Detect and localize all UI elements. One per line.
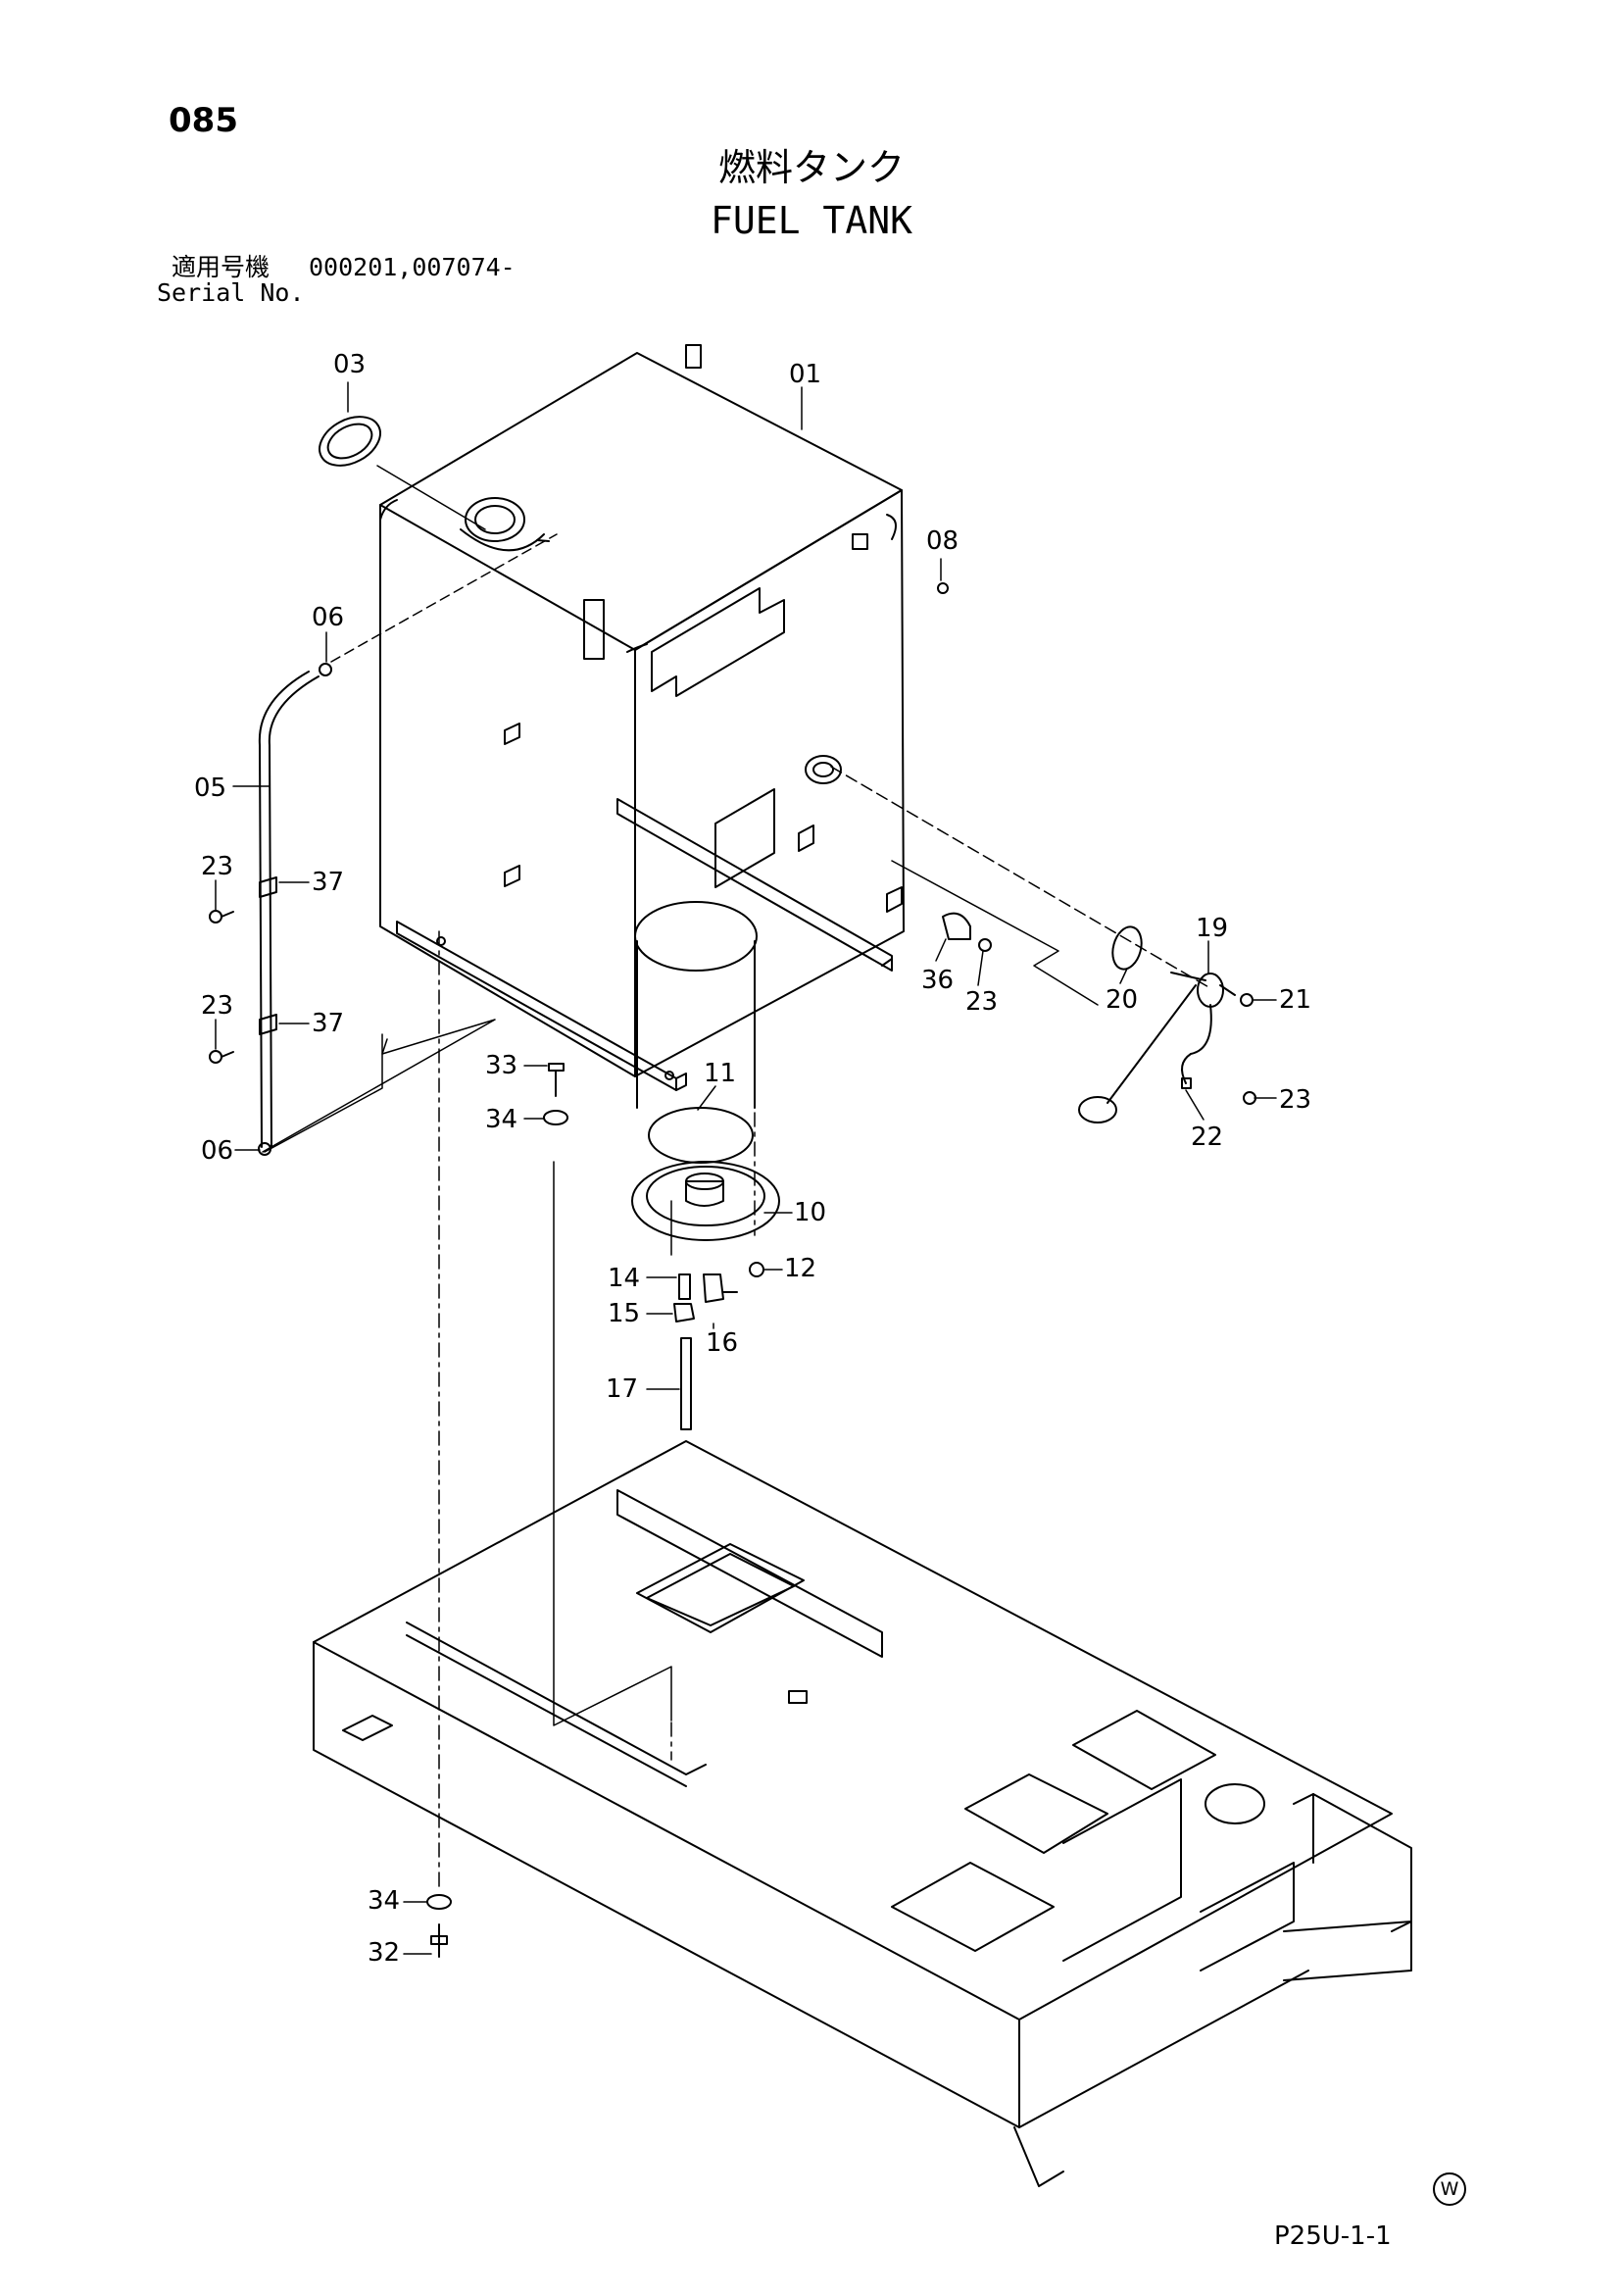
part-label-23-upper: 23	[201, 852, 233, 881]
part-label-15: 15	[608, 1299, 640, 1328]
part-label-36: 36	[921, 966, 954, 995]
part-label-23-sender: 23	[1279, 1085, 1311, 1115]
part-label-08: 08	[926, 526, 959, 556]
part-label-06-bottom: 06	[201, 1136, 233, 1166]
part-label-17: 17	[606, 1374, 638, 1404]
part-label-16: 16	[706, 1328, 738, 1358]
part-label-32: 32	[368, 1938, 400, 1968]
serial-label-english: Serial No.	[157, 278, 305, 307]
serial-label-japanese: 適用号機	[172, 253, 270, 281]
label-leaders	[215, 381, 1277, 1955]
leader-lines	[262, 465, 1211, 1893]
part-label-11: 11	[704, 1059, 736, 1088]
part-label-01: 01	[789, 360, 821, 389]
part-label-34-lower: 34	[368, 1886, 400, 1916]
serial-value: 000201,007074-	[309, 253, 516, 281]
part-label-23-clamp: 23	[965, 987, 998, 1017]
fuel-tank	[379, 344, 905, 1109]
part-label-19: 19	[1196, 914, 1228, 943]
part-label-10: 10	[794, 1198, 826, 1227]
part-label-12: 12	[784, 1254, 816, 1283]
title-japanese: 燃料タンク	[717, 146, 905, 189]
base-frame	[313, 1440, 1412, 2187]
part-labels: 03 01 08 06 05 23 37 23 37 06 33 34 11 1…	[194, 350, 1311, 1968]
part-label-37-lower: 37	[312, 1009, 344, 1038]
part-label-22: 22	[1191, 1123, 1223, 1152]
part-label-06-top: 06	[312, 603, 344, 632]
part-label-34-upper: 34	[485, 1105, 517, 1134]
part-label-23-lower: 23	[201, 991, 233, 1021]
small-parts	[209, 416, 1256, 1958]
part-label-33: 33	[485, 1051, 517, 1080]
title-english: FUEL TANK	[711, 199, 912, 242]
part-label-21: 21	[1279, 985, 1311, 1015]
part-label-05: 05	[194, 774, 226, 803]
part-label-03: 03	[333, 350, 366, 379]
part-label-37-upper: 37	[312, 868, 344, 897]
footer-code: P25U-1-1	[1274, 2221, 1392, 2251]
corner-mark: W	[1433, 2172, 1466, 2206]
page-number: 085	[169, 101, 238, 140]
part-label-20: 20	[1106, 985, 1138, 1015]
part-label-14: 14	[608, 1264, 640, 1293]
